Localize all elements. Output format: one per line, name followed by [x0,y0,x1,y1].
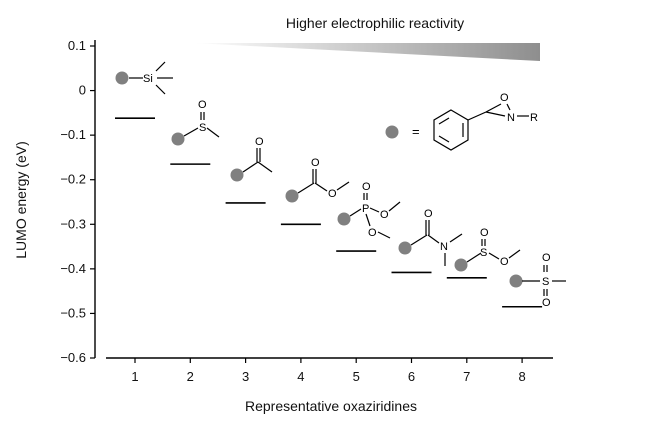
atom-o: O [542,297,551,309]
oxaziridine-dot-2 [171,132,185,146]
atom-o: O [255,136,264,148]
atom-s: S [480,247,487,259]
atom-o: O [328,188,337,200]
structure-5: P O O O [337,181,401,239]
atom-o: O [424,208,433,220]
atom-o: O [198,99,207,111]
structure-1: Si [115,61,173,95]
x-tick-label: 6 [408,369,415,384]
x-axis-ticks: 1 2 3 4 5 6 7 8 [131,358,526,384]
atom-si: Si [143,73,153,85]
x-axis-label: Representative oxaziridines [245,398,417,414]
y-tick-label: −0.2 [60,172,86,187]
x-tick-label: 1 [131,369,138,384]
atom-s: S [199,122,206,134]
legend-atom-n: N [507,112,515,124]
atom-p: P [362,203,369,215]
legend-oxaziridine: = O N R [385,92,538,151]
y-tick-label: −0.6 [60,350,86,365]
x-tick-label: 4 [297,369,304,384]
legend-equals: = [412,124,420,139]
oxaziridine-dot-5 [337,212,351,226]
y-tick-label: −0.3 [60,216,86,231]
x-tick-label: 2 [187,369,194,384]
y-axis-label: LUMO energy (eV) [13,141,29,258]
atom-o: O [500,256,509,268]
atom-o: O [311,157,320,169]
legend-atom-r: R [530,112,538,124]
x-tick-label: 3 [242,369,249,384]
x-tick-label: 5 [353,369,360,384]
y-tick-label: 0 [79,83,86,98]
legend-dot [385,125,399,139]
atom-o: O [380,209,389,221]
oxaziridine-dot-7 [454,258,468,272]
x-tick-label: 8 [518,369,525,384]
atom-o: O [368,227,377,239]
y-tick-label: −0.1 [60,127,86,142]
structure-7: O S O [454,227,521,272]
atom-n: N [440,241,448,253]
structure-2: S O [171,99,220,146]
reactivity-gradient-wedge [193,43,540,61]
structure-3: O [230,136,273,182]
atom-o: O [480,227,489,239]
oxaziridine-structures: Si S O O O [115,61,566,309]
oxaziridine-dot-4 [285,189,299,203]
y-axis-ticks: 0.1 0 −0.1 −0.2 −0.3 −0.4 −0.5 −0.6 [60,38,95,365]
oxaziridine-dot-6 [398,241,412,255]
oxaziridine-dot-1 [115,71,129,85]
x-tick-label: 7 [463,369,470,384]
y-tick-label: −0.5 [60,305,86,320]
chart-title: Higher electrophilic reactivity [286,15,464,31]
atom-o: O [362,181,371,193]
structure-4: O O [285,157,350,203]
legend-atom-o: O [500,92,509,104]
y-tick-label: 0.1 [68,38,86,53]
structure-8: O S O [509,252,566,309]
y-tick-label: −0.4 [60,261,86,276]
structure-6: O N [398,208,463,266]
oxaziridine-dot-8 [509,274,523,288]
atom-s: S [542,276,549,288]
lumo-levels [115,117,543,308]
oxaziridine-dot-3 [230,168,244,182]
atom-o: O [542,252,551,264]
